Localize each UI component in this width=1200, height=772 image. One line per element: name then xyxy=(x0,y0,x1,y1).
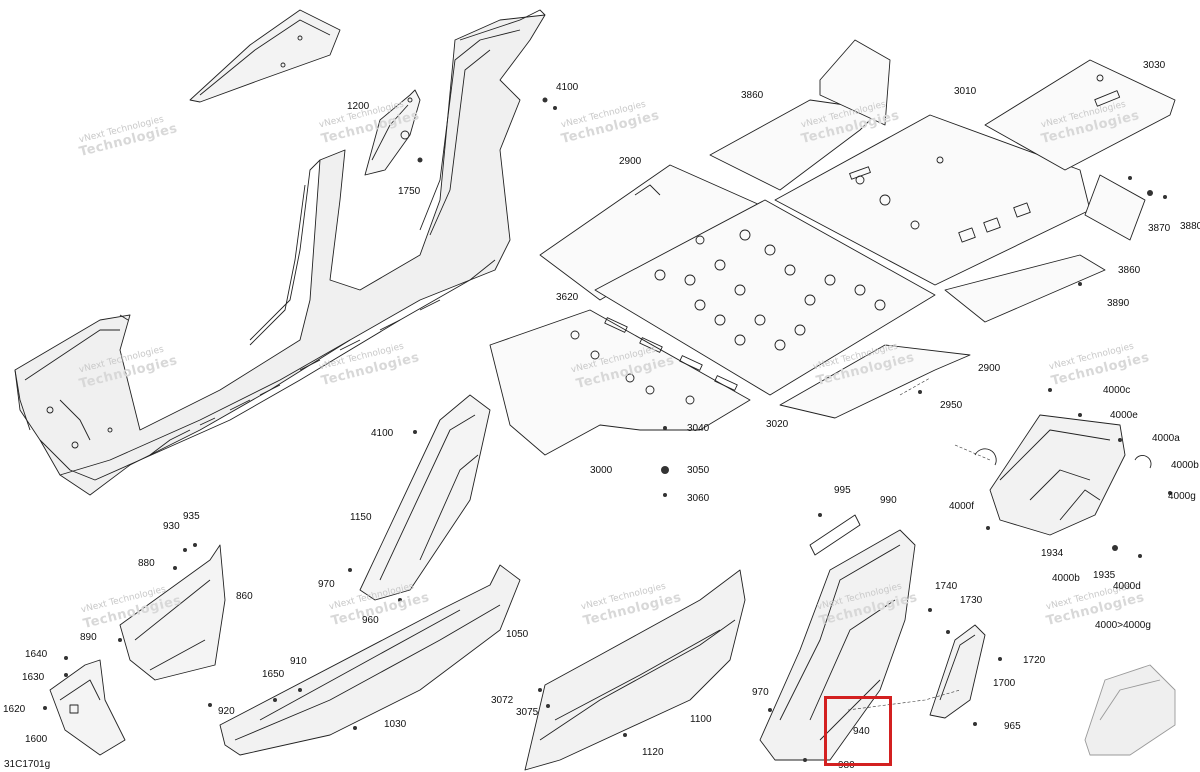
part-label[interactable]: 3000 xyxy=(590,465,613,476)
part-label[interactable]: 1740 xyxy=(935,581,958,592)
part-label[interactable]: 3040 xyxy=(687,423,710,434)
part-label[interactable]: 1750 xyxy=(398,186,421,197)
part-label[interactable]: 860 xyxy=(236,591,253,602)
part-label[interactable]: 1120 xyxy=(642,747,664,758)
part-label[interactable]: 965 xyxy=(1004,721,1021,732)
part-label[interactable]: 960 xyxy=(362,615,379,626)
part-1600-panel xyxy=(49,659,126,756)
part-label[interactable]: 3620 xyxy=(556,292,579,303)
part-label[interactable]: 910 xyxy=(290,656,307,667)
part-label[interactable]: 3860 xyxy=(741,90,764,101)
part-label[interactable]: 3890 xyxy=(1107,298,1130,309)
drawing-code: 31C1701g xyxy=(4,759,51,770)
part-label[interactable]: 3075 xyxy=(516,707,539,718)
part-label[interactable]: 3870 xyxy=(1148,223,1171,234)
part-label[interactable]: 1030 xyxy=(384,719,407,730)
part-label[interactable]: 4000g xyxy=(1168,491,1196,502)
part-label[interactable]: 2950 xyxy=(940,400,963,411)
part-label[interactable]: 3030 xyxy=(1143,60,1166,71)
part-label[interactable]: 4000a xyxy=(1152,433,1180,444)
part-860-panel xyxy=(119,544,226,681)
part-label[interactable]: 1620 xyxy=(3,704,26,715)
part-label[interactable]: 3880 xyxy=(1180,221,1200,232)
part-label[interactable]: 4000f xyxy=(949,501,975,512)
part-label[interactable]: 4000b xyxy=(1171,460,1199,471)
part-label[interactable]: 990 xyxy=(880,495,897,506)
part-label[interactable]: 3060 xyxy=(687,493,710,504)
part-label[interactable]: 1200 xyxy=(347,101,370,112)
part-1100-rocker xyxy=(524,569,746,771)
part-label[interactable]: 3072 xyxy=(491,695,514,706)
part-3020-panel xyxy=(594,199,936,396)
part-3890-panel xyxy=(944,254,1106,323)
part-label[interactable]: 920 xyxy=(218,706,235,717)
part-label[interactable]: 3050 xyxy=(687,465,710,476)
part-label[interactable]: 4000b xyxy=(1052,573,1080,584)
part-label[interactable]: 4000c xyxy=(1103,385,1131,396)
part-label[interactable]: 1150 xyxy=(350,512,372,523)
part-1150-panel xyxy=(359,394,491,601)
part-label[interactable]: 1935 xyxy=(1093,570,1116,581)
part-label[interactable]: 4000>4000g xyxy=(1095,620,1151,631)
part-1700-handle xyxy=(929,624,986,719)
part-label[interactable]: 4100 xyxy=(371,428,394,439)
part-label[interactable]: 1100 xyxy=(690,714,712,725)
part-label[interactable]: 1700 xyxy=(993,678,1016,689)
part-label[interactable]: 880 xyxy=(138,558,155,569)
part-label[interactable]: 1934 xyxy=(1041,548,1064,559)
part-label[interactable]: 1720 xyxy=(1023,655,1046,666)
part-label[interactable]: 970 xyxy=(318,579,335,590)
part-label[interactable]: 935 xyxy=(183,511,200,522)
part-label[interactable]: 2900 xyxy=(978,363,1001,374)
part-label[interactable]: 1600 xyxy=(25,734,48,745)
part-label-highlighted[interactable]: 940 xyxy=(853,726,870,737)
part-2900-panel-b xyxy=(779,344,971,419)
part-4000-ghost xyxy=(1084,664,1176,756)
part-label[interactable]: 930 xyxy=(163,521,180,532)
part-label[interactable]: 995 xyxy=(834,485,851,496)
part-label[interactable]: 1050 xyxy=(506,629,529,640)
part-label[interactable]: 1630 xyxy=(22,672,45,683)
part-label[interactable]: 4100 xyxy=(556,82,579,93)
part-label[interactable]: 970 xyxy=(752,687,769,698)
part-1050-rocker xyxy=(219,564,521,756)
part-3000-panel xyxy=(489,309,751,456)
part-3010-panel xyxy=(774,114,1091,286)
part-main-frame xyxy=(14,9,546,496)
part-940-door-panel xyxy=(759,514,916,761)
part-label[interactable]: 4000d xyxy=(1113,581,1141,592)
part-label[interactable]: 1730 xyxy=(960,595,983,606)
part-label[interactable]: 1640 xyxy=(25,649,48,660)
part-label[interactable]: 3860 xyxy=(1118,265,1141,276)
part-3880-bracket xyxy=(1084,174,1146,241)
part-4000a-cover xyxy=(974,414,1152,536)
part-1200-grille xyxy=(364,89,421,176)
part-3860-panel xyxy=(709,99,881,191)
part-3030-panel xyxy=(984,59,1176,171)
highlight-box xyxy=(824,696,892,766)
part-label[interactable]: 4000e xyxy=(1110,410,1138,421)
part-label[interactable]: 2900 xyxy=(619,156,642,167)
part-label[interactable]: 1650 xyxy=(262,669,285,680)
part-label[interactable]: 3010 xyxy=(954,86,977,97)
part-label[interactable]: 3020 xyxy=(766,419,789,430)
part-3860-bracket xyxy=(819,39,891,126)
part-label[interactable]: 890 xyxy=(80,632,97,643)
part-top-left-cover xyxy=(189,9,341,103)
